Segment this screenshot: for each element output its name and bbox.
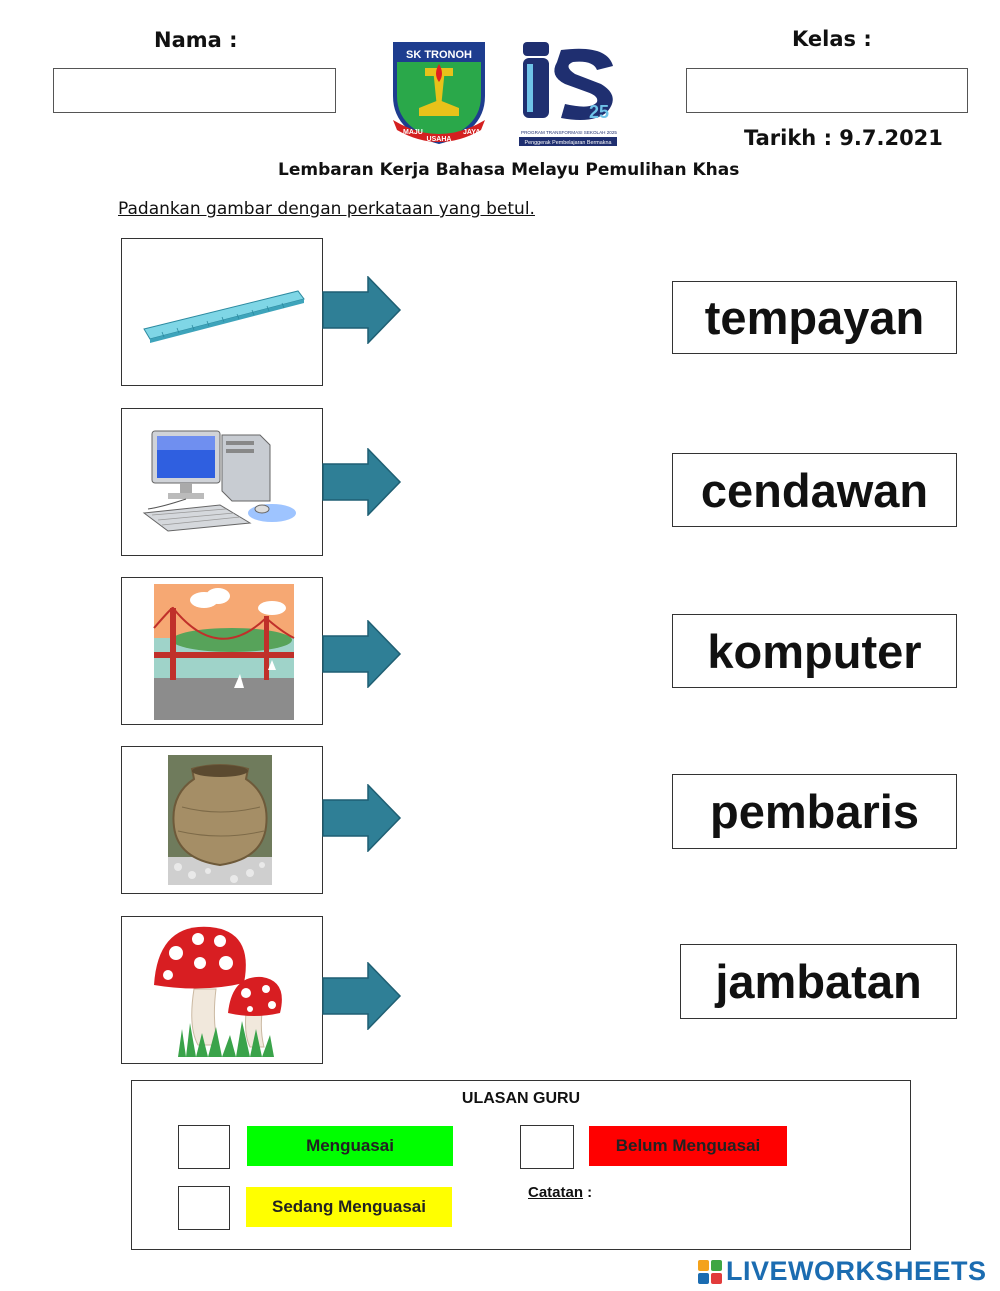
not-mastered-label: Belum Menguasai — [589, 1126, 787, 1166]
not-mastered-checkbox[interactable] — [520, 1125, 574, 1169]
instruction-text: Padankan gambar dengan perkataan yang be… — [118, 199, 535, 219]
school-logo: SK TRONOH MAJU USAHA JAYA — [389, 38, 489, 145]
arrow-3 — [322, 619, 402, 689]
word-card-4[interactable]: pembaris — [672, 774, 957, 849]
in-progress-checkbox[interactable] — [178, 1186, 230, 1230]
picture-bridge — [121, 577, 323, 725]
ruler-icon — [143, 290, 305, 343]
svg-text:MAJU: MAJU — [403, 129, 423, 136]
svg-text:PROGRAM TRANSFORMASI SEKOLAH 2: PROGRAM TRANSFORMASI SEKOLAH 2025 — [521, 130, 617, 135]
word-card-5[interactable]: jambatan — [680, 944, 957, 1019]
worksheet-title: Lembaran Kerja Bahasa Melayu Pemulihan K… — [278, 160, 740, 180]
arrow-1 — [322, 275, 402, 345]
liveworksheets-brand: LIVEWORKSHEETS — [726, 1256, 987, 1286]
word-card-1[interactable]: tempayan — [672, 281, 957, 354]
ts25-logo: 25 PROGRAM TRANSFORMASI SEKOLAH 2025 Pen… — [517, 40, 621, 150]
picture-jar — [121, 746, 323, 894]
picture-ruler — [121, 238, 323, 386]
arrow-5 — [322, 961, 402, 1031]
notes-input[interactable] — [602, 1181, 892, 1231]
jar-icon — [168, 755, 272, 885]
class-input[interactable] — [686, 68, 968, 113]
school-logo-text: SK TRONOH — [406, 49, 472, 61]
svg-text:USAHA: USAHA — [427, 136, 452, 143]
bridge-icon — [153, 584, 295, 720]
mastered-checkbox[interactable] — [178, 1125, 230, 1169]
liveworksheets-icon — [698, 1259, 722, 1284]
date-label: Tarikh : 9.7.2021 — [744, 126, 943, 150]
name-label: Nama : — [154, 28, 238, 52]
arrow-2 — [322, 447, 402, 517]
svg-text:JAYA: JAYA — [463, 129, 480, 136]
picture-computer — [121, 408, 323, 556]
teacher-feedback-box: ULASAN GURU Menguasai Belum Menguasai Se… — [131, 1080, 911, 1250]
mastered-label: Menguasai — [247, 1126, 453, 1166]
feedback-title: ULASAN GURU — [461, 1090, 581, 1107]
notes-label: Catatan : — [528, 1184, 593, 1201]
word-card-2[interactable]: cendawan — [672, 453, 957, 527]
word-card-3[interactable]: komputer — [672, 614, 957, 688]
svg-text:Penggerak Pembelajaran Bermakn: Penggerak Pembelajaran Bermakna — [525, 140, 612, 146]
liveworksheets-logo[interactable]: LIVEWORKSHEETS — [698, 1256, 987, 1287]
picture-mushroom — [121, 916, 323, 1064]
class-label: Kelas : — [792, 27, 872, 51]
mushroom-icon — [154, 926, 282, 1057]
computer-icon — [142, 430, 296, 532]
svg-text:25: 25 — [589, 102, 609, 122]
arrow-4 — [322, 783, 402, 853]
in-progress-label: Sedang Menguasai — [246, 1187, 452, 1227]
name-input[interactable] — [53, 68, 336, 113]
